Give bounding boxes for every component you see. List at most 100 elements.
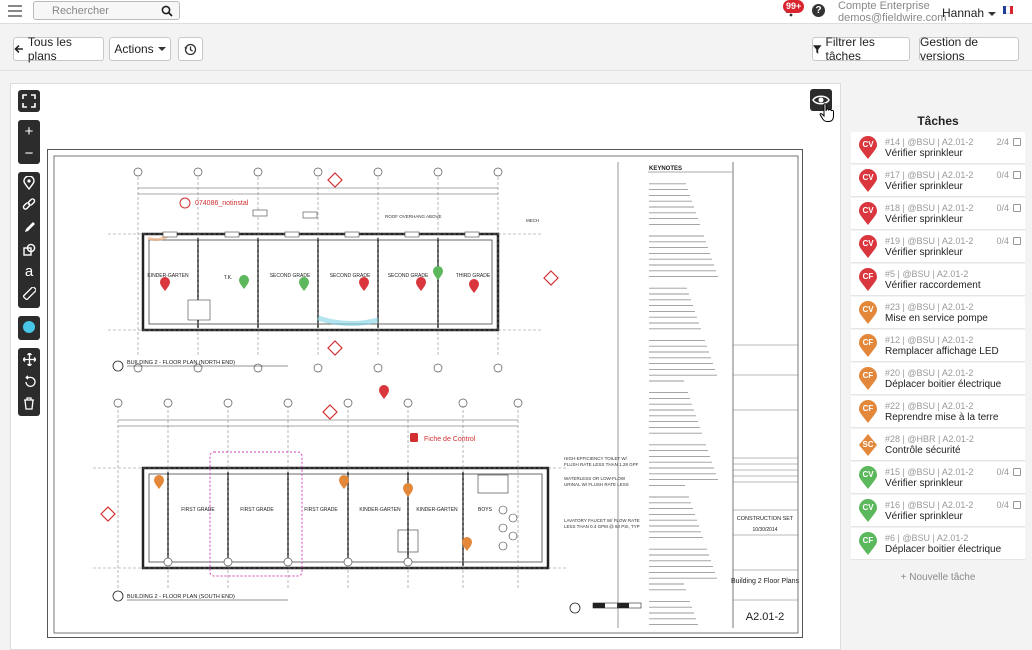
link-icon[interactable] xyxy=(18,194,40,216)
task-code: CF xyxy=(862,338,874,347)
french-flag-icon[interactable] xyxy=(1003,6,1013,14)
undo-icon[interactable] xyxy=(18,370,40,392)
history-button[interactable] xyxy=(178,37,203,61)
actions-dropdown[interactable]: Actions xyxy=(109,37,171,61)
task-code: CF xyxy=(862,404,874,413)
menu-icon[interactable] xyxy=(8,5,22,17)
plan-task-pin[interactable] xyxy=(239,275,249,289)
color-toolgroup xyxy=(18,316,40,340)
text-icon[interactable]: a xyxy=(24,262,34,280)
account-info[interactable]: Compte Enterprise demos@fieldwire.com xyxy=(838,0,946,24)
room-label: KINDER-GARTEN xyxy=(359,507,401,513)
plan-task-pin[interactable] xyxy=(403,483,413,497)
plan-task-pin[interactable] xyxy=(160,277,170,291)
notification-badge[interactable]: 99+ xyxy=(783,0,805,13)
plan-task-pin[interactable] xyxy=(379,385,389,399)
plan-caption-north: BUILDING 2 - FLOOR PLAN (NORTH END) xyxy=(127,360,235,366)
task-title: Vérifier sprinkleur xyxy=(885,181,963,192)
arrow-left-icon xyxy=(14,44,23,54)
task-code: CV xyxy=(862,239,874,248)
trash-icon[interactable] xyxy=(18,392,40,414)
plan-task-pin[interactable] xyxy=(462,537,472,551)
svg-text:MECH: MECH xyxy=(526,218,539,223)
task-code: CV xyxy=(862,206,874,215)
filter-tasks-button[interactable]: Filtrer les tâches xyxy=(812,35,910,63)
task-pin-icon xyxy=(859,202,877,225)
ruler-icon[interactable] xyxy=(18,282,40,304)
drawing-name: Building 2 Floor Plans xyxy=(731,578,800,585)
task-checklist-count: 0/4 xyxy=(996,236,1009,246)
task-pin-icon xyxy=(859,532,877,555)
fullscreen-icon[interactable] xyxy=(18,90,40,112)
task-pin-icon xyxy=(859,136,877,159)
version-management-button[interactable]: Gestion de versions xyxy=(919,35,1019,63)
zoom-out-icon[interactable]: − xyxy=(24,144,34,162)
plan-task-pin[interactable] xyxy=(299,277,309,291)
plan-caption-south: BUILDING 2 - FLOOR PLAN (SOUTH END) xyxy=(127,594,235,600)
plan-task-pin[interactable] xyxy=(339,475,349,489)
room-label: THIRD GRADE xyxy=(456,273,491,279)
task-pin-icon xyxy=(859,268,877,291)
task-title: Vérifier sprinkleur xyxy=(885,511,963,522)
keynotes-heading: KEYNOTES xyxy=(649,166,682,172)
plan-marker-label[interactable]: 074086_notinstal xyxy=(195,200,249,207)
version-management-label: Gestion de versions xyxy=(920,35,979,63)
new-task-button[interactable]: + Nouvelle tâche xyxy=(900,572,976,583)
plan-task-pin[interactable] xyxy=(359,277,369,291)
task-title: Remplacer affichage LED xyxy=(885,346,999,357)
task-meta: #15 | @BSU | A2.01-2 xyxy=(885,467,974,477)
task-title: Déplacer boitier électrique xyxy=(885,544,1002,555)
search-input[interactable] xyxy=(34,2,159,19)
plan-diamond-marker[interactable] xyxy=(327,340,343,356)
color-picker-icon[interactable] xyxy=(18,316,40,338)
svg-text:URINAL W/ FLUSH RATE LESS: URINAL W/ FLUSH RATE LESS xyxy=(564,482,629,487)
pin-icon[interactable] xyxy=(18,172,40,194)
checklist-icon xyxy=(1013,138,1021,146)
plan-task-pin[interactable] xyxy=(469,279,479,293)
task-code: SC xyxy=(862,440,874,449)
task-pin-icon xyxy=(859,434,877,456)
task-checklist-count: 0/4 xyxy=(996,203,1009,213)
task-code: CF xyxy=(862,536,874,545)
plan-task-pin[interactable] xyxy=(416,277,426,291)
chevron-down-icon xyxy=(157,47,166,51)
task-meta: #19 | @BSU | A2.01-2 xyxy=(885,236,974,246)
user-menu[interactable]: Hannah xyxy=(942,6,997,20)
search-icon[interactable] xyxy=(161,5,173,17)
plan-diamond-marker[interactable] xyxy=(100,506,116,522)
zoom-in-icon[interactable]: + xyxy=(24,122,34,140)
plan-task-pin[interactable] xyxy=(154,475,164,489)
task-meta: #12 | @BSU | A2.01-2 xyxy=(885,335,974,345)
task-meta: #17 | @BSU | A2.01-2 xyxy=(885,170,974,180)
plan-diamond-marker[interactable] xyxy=(543,270,559,286)
shapes-icon[interactable] xyxy=(18,238,40,260)
plan-task-pin[interactable] xyxy=(433,266,443,280)
all-plans-button[interactable]: Tous les plans xyxy=(13,35,104,63)
task-pin-icon xyxy=(859,400,877,423)
plan-diamond-marker[interactable] xyxy=(322,404,338,420)
edit-toolgroup xyxy=(18,348,40,416)
account-email: demos@fieldwire.com xyxy=(838,12,947,24)
move-icon[interactable] xyxy=(18,348,40,370)
history-icon xyxy=(184,43,197,55)
floor-plan-drawing: KINDER-GARTEN T.K. SECOND GRADE SECOND G… xyxy=(47,149,803,638)
help-icon[interactable]: ? xyxy=(812,4,825,17)
svg-text:LESS THAN 0.4 GPM @ 60 PSI, TY: LESS THAN 0.4 GPM @ 60 PSI, TYP xyxy=(564,524,640,529)
plan-diamond-marker[interactable] xyxy=(327,172,343,188)
plan-marker-label[interactable]: Fiche de Control xyxy=(424,436,476,443)
pen-icon[interactable] xyxy=(18,216,40,238)
svg-text:HIGH-EFFICIENCY TOILET W/: HIGH-EFFICIENCY TOILET W/ xyxy=(564,456,628,461)
